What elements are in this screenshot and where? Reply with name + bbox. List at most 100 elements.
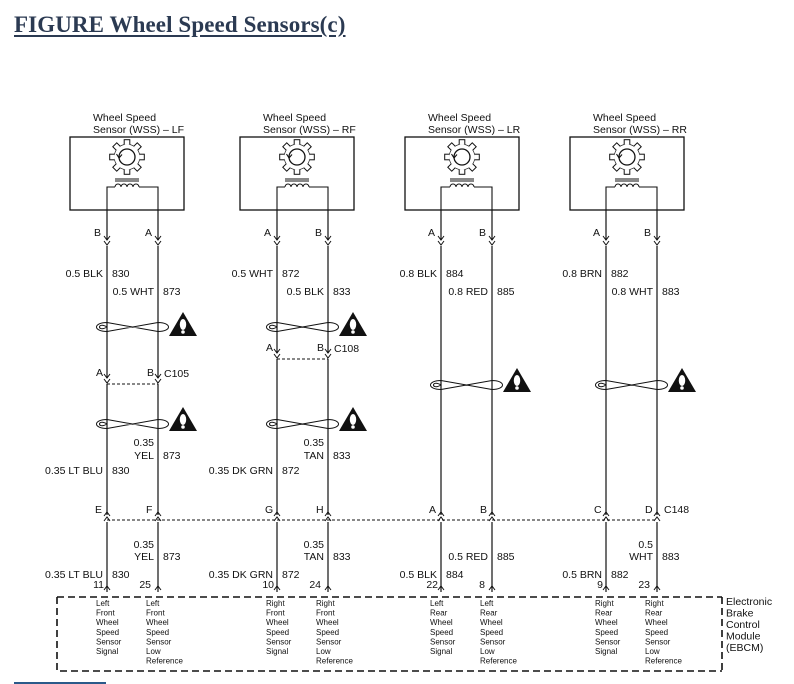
ebcm-pin-description: Left <box>96 599 110 608</box>
ebcm-terminal-number: 10 <box>262 579 274 591</box>
ebcm-pin-description: Reference <box>316 657 353 666</box>
exclamation-dot <box>680 386 684 390</box>
tone-wheel-icon <box>279 139 315 175</box>
figure-title: FIGURE Wheel Speed Sensors(c) <box>14 12 346 37</box>
circuit-number: 830 <box>112 569 130 581</box>
ebcm-terminal-number: 23 <box>638 579 650 591</box>
tone-wheel-tooth <box>444 153 451 161</box>
sensor-pin-right: B <box>479 227 486 239</box>
sensor-pin-right: B <box>315 227 322 239</box>
ebcm-terminal-icon <box>324 585 332 591</box>
ebcm-pin-description: Sensor <box>480 637 506 646</box>
tone-wheel-tooth <box>458 139 466 146</box>
inline-connector-name: C108 <box>334 343 359 355</box>
ebcm-terminal-number: 11 <box>93 579 104 591</box>
c148-pin-left: A <box>429 504 436 516</box>
ebcm-pin-description: Wheel <box>146 618 169 627</box>
sensor-name-line2: Sensor (WSS) – RF <box>263 124 356 136</box>
exclamation-bar <box>349 319 357 330</box>
ebcm-pin-description: Right <box>266 599 285 608</box>
wire-color-label: 0.5 BLK <box>400 569 437 581</box>
sensor-pin-right: B <box>644 227 651 239</box>
tone-wheel-tooth <box>458 168 466 175</box>
tone-wheel-icon <box>444 139 480 175</box>
coil-lead-right <box>474 186 493 210</box>
ebcm-pin-description: Left <box>146 599 160 608</box>
c148-pin-left: C <box>594 504 602 516</box>
exclamation-dot <box>351 425 355 429</box>
ebcm-pin-description: Rear <box>480 609 498 618</box>
ebcm-module-outline <box>56 596 723 672</box>
ebcm-module-label: Control <box>726 619 760 631</box>
sensor-pin-left: A <box>264 227 271 239</box>
connector-pin-icon <box>103 235 111 246</box>
coil-lead-right <box>139 186 159 210</box>
ebcm-pin-description: Speed <box>146 628 169 637</box>
c148-pin-left: G <box>265 504 273 516</box>
coil-lead-left <box>440 186 450 210</box>
twisted-pair-symbol <box>96 322 169 332</box>
connector-pin-icon <box>103 373 111 384</box>
circuit-number: 873 <box>163 551 181 563</box>
ebcm-pin-description: Sensor <box>316 637 342 646</box>
ebcm-pin-description: Rear <box>645 609 663 618</box>
connector-pin-icon <box>437 235 445 246</box>
wire-color-label: 0.8 BRN <box>562 268 602 280</box>
ebcm-pin-description: Left <box>430 599 444 608</box>
ebcm-pin-description: Front <box>146 609 165 618</box>
ebcm-pin-description: Rear <box>430 609 448 618</box>
tone-wheel-tooth <box>308 153 315 161</box>
tone-wheel-tooth <box>293 139 301 146</box>
ebcm-module-label: Electronic <box>726 596 772 608</box>
ebcm-pin-description: Signal <box>430 647 452 656</box>
tone-wheel-icon <box>109 139 145 175</box>
tone-wheel-tooth <box>638 153 645 161</box>
wire-color-label: 0.35 LT BLU <box>45 569 103 581</box>
sensor-pin-left: A <box>593 227 600 239</box>
ebcm-pin-description: Sensor <box>146 637 172 646</box>
tone-wheel-tooth <box>123 139 131 146</box>
sensor-pin-left: A <box>428 227 435 239</box>
twisted-pair-symbol <box>595 380 668 390</box>
tone-wheel-tooth <box>623 168 631 175</box>
sensor-name-line1: Wheel Speed <box>428 112 491 124</box>
tone-wheel-tooth <box>293 168 301 175</box>
circuit-number: 830 <box>112 465 130 477</box>
connector-pin-icon <box>324 235 332 246</box>
tone-wheel-tooth <box>279 153 286 161</box>
sensor-housing <box>239 136 355 211</box>
ebcm-pin-description: Wheel <box>595 618 618 627</box>
ebcm-pin-description: Rear <box>595 609 613 618</box>
wire-color-label: 0.5 WHT <box>113 286 155 298</box>
ebcm-terminal-icon <box>273 585 281 591</box>
ebcm-pin-description: Signal <box>96 647 118 656</box>
ebcm-pin-description: Low <box>146 647 161 656</box>
caution-icon <box>169 312 197 336</box>
rotation-arrow-head <box>116 153 123 159</box>
wire-color-label: 0.8 BLK <box>400 268 437 280</box>
ebcm-terminal-number: 25 <box>139 579 151 591</box>
ebcm-pin-description: Speed <box>266 628 289 637</box>
rotation-arrow-head <box>616 153 623 159</box>
ebcm-terminal-icon <box>154 585 162 591</box>
ebcm-terminal-icon <box>103 585 111 591</box>
circuit-number: 873 <box>163 450 181 462</box>
sensor-coil <box>114 183 140 188</box>
c148-pin-left: E <box>95 504 102 516</box>
inline-pin-right: B <box>317 342 324 354</box>
exclamation-dot <box>351 330 355 334</box>
exclamation-bar <box>179 414 187 425</box>
wire-color-label: YEL <box>134 551 154 563</box>
ebcm-terminal-number: 24 <box>309 579 321 591</box>
twisted-pair-symbol <box>266 419 339 429</box>
rotation-arrow-head <box>286 153 293 159</box>
caution-icon <box>503 368 531 392</box>
coil-lead-right <box>309 186 329 210</box>
ebcm-terminal-number: 22 <box>426 579 438 591</box>
ebcm-pin-description: Reference <box>480 657 517 666</box>
ebcm-pin-description: Reference <box>146 657 183 666</box>
sensor-coil <box>449 183 475 188</box>
wire-color-label: 0.35 LT BLU <box>45 465 103 477</box>
